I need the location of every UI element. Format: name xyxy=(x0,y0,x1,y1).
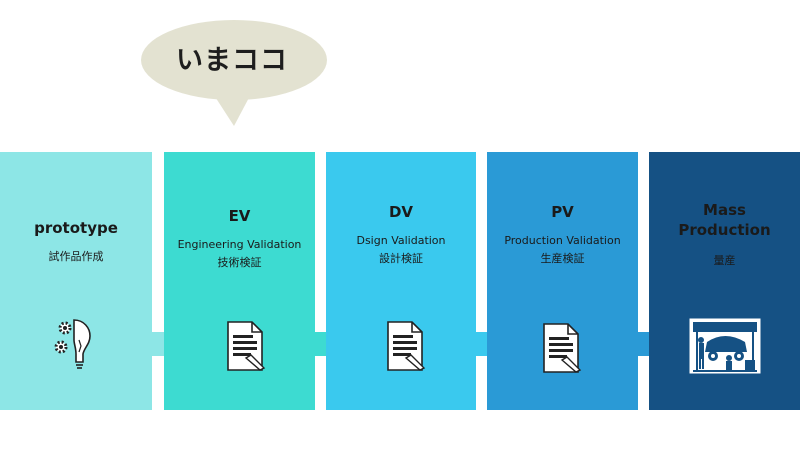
stage-subtitle: 設計検証 xyxy=(379,252,423,265)
stage-ev: EV Engineering Validation 技術検証 xyxy=(164,152,315,410)
stage-title: prototype xyxy=(34,219,118,237)
stage-subtitle: 量産 xyxy=(713,254,736,267)
bulb-gear-icon xyxy=(54,319,91,369)
document-pen-icon xyxy=(387,321,426,371)
stage-subtitle: 生産検証 xyxy=(540,252,585,265)
document-pen-icon xyxy=(227,321,266,371)
stage-title-line2: Production xyxy=(678,221,771,239)
bubble-label: いまココ xyxy=(176,45,288,76)
stage-title-line1: Mass xyxy=(703,201,746,219)
stage-subtitle: Dsign Validation xyxy=(356,234,446,247)
document-pen-icon xyxy=(543,323,582,373)
stage-subtitle: 技術検証 xyxy=(217,256,262,269)
stage-mass-production: Mass Production 量産 xyxy=(649,152,800,410)
stage-subtitle: Engineering Validation xyxy=(177,238,302,251)
stage-subtitle: Production Validation xyxy=(504,234,621,247)
stage-prototype: prototype 試作品作成 xyxy=(0,152,152,410)
stage-subtitle: 試作品作成 xyxy=(48,250,104,263)
factory-workers-icon xyxy=(689,318,761,374)
stage-pv: PV Production Validation 生産検証 xyxy=(487,152,638,410)
stage-title: EV xyxy=(228,207,251,225)
stage-title: DV xyxy=(388,203,414,221)
stage-dv: DV Dsign Validation 設計検証 xyxy=(326,152,476,410)
stage-title: PV xyxy=(551,203,574,221)
